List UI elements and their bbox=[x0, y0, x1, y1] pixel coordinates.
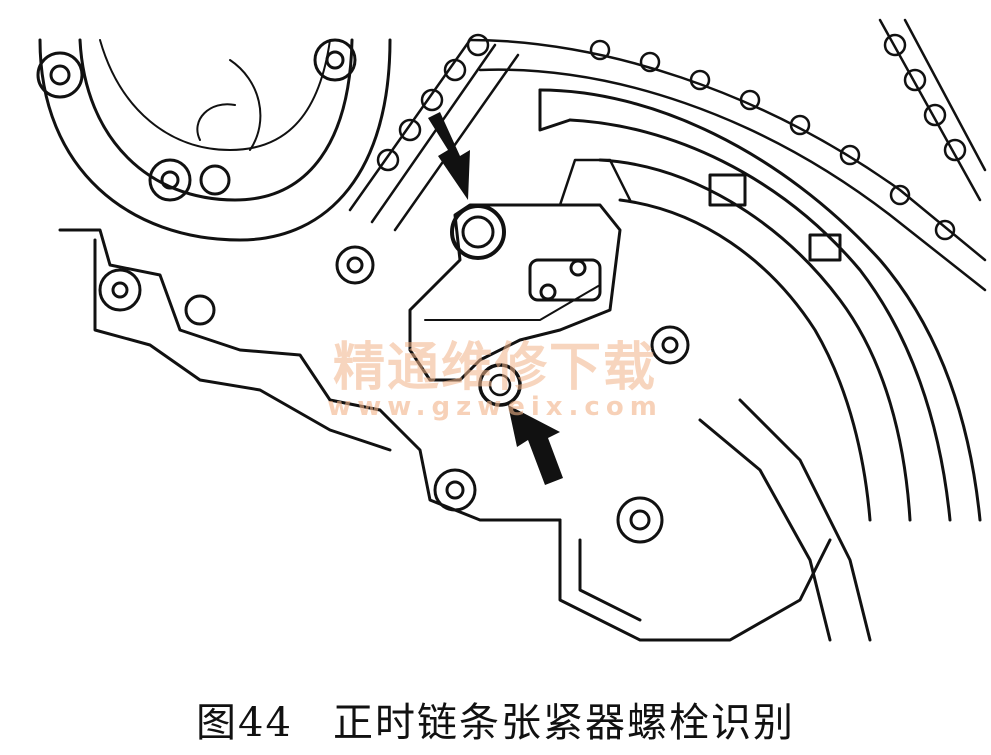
figure-title: 正时链条张紧器螺栓识别 bbox=[332, 700, 795, 746]
chain-guide bbox=[538, 88, 982, 522]
watermark-url: www.gzweix.com bbox=[327, 392, 663, 422]
upper-bolt-arrow bbox=[428, 112, 470, 200]
timing-chain bbox=[348, 18, 987, 292]
figure-caption: 图44 正时链条张紧器螺栓识别 bbox=[0, 690, 991, 750]
watermark-name: 精通维修下载 bbox=[333, 338, 657, 398]
engine-cover-outline bbox=[58, 228, 872, 642]
chain-tensioner bbox=[408, 158, 632, 407]
figure-number: 图44 bbox=[196, 700, 293, 746]
timing-chain-tensioner-diagram: 精通维修下载 www.gzweix.com bbox=[36, 18, 987, 642]
camshaft-sprocket bbox=[36, 38, 392, 242]
lower-tensioner-bolt bbox=[478, 363, 522, 407]
upper-tensioner-bolt bbox=[450, 204, 506, 260]
lower-bolt-arrow bbox=[508, 405, 563, 485]
